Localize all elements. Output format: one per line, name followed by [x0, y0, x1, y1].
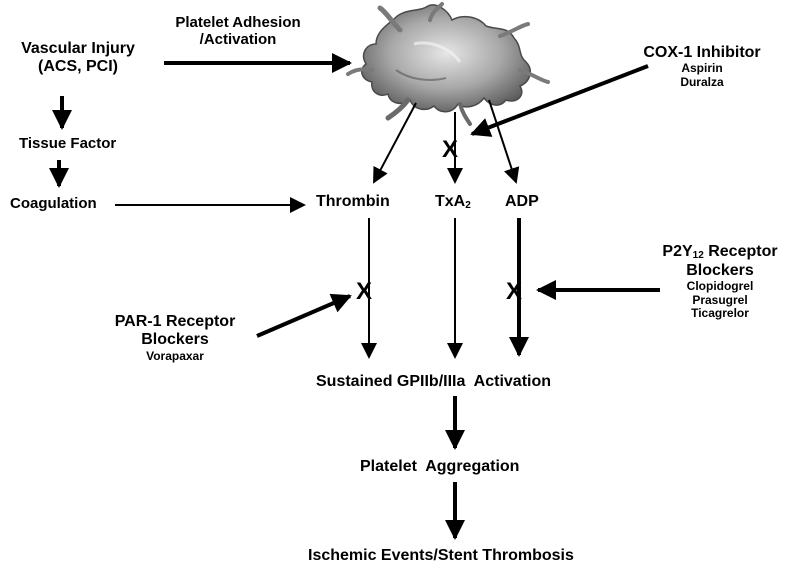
vascular-injury-label: Vascular Injury (ACS, PCI): [21, 40, 135, 76]
cox1-inhibitor-title: COX-1 Inhibitor: [643, 44, 761, 61]
p2y12-blockers-block: P2Y12 Receptor Blockers Clopidogrel Pras…: [650, 243, 790, 321]
p2y12-block-marker: X: [506, 278, 523, 305]
tissue-factor-label: Tissue Factor: [19, 135, 117, 152]
platelet-adhesion-label: Platelet Adhesion /Activation: [175, 14, 301, 49]
coagulation-label: Coagulation: [10, 195, 97, 212]
arrow-platelet-to-thrombin: [373, 102, 417, 184]
cox1-inhibitor-block: COX-1 Inhibitor Aspirin Duralza: [626, 44, 778, 90]
par1-drug: Vorapaxar: [146, 348, 204, 363]
par1-blockers-block: PAR-1 Receptor Blockers Vorapaxar: [98, 313, 252, 364]
cox1-drug: Aspirin: [681, 61, 723, 76]
cox1-drug: Duralza: [680, 75, 724, 90]
thrombin-label: Thrombin: [316, 193, 390, 210]
par1-block-marker: X: [356, 278, 373, 305]
cox1-block-marker: X: [442, 136, 459, 163]
p2y12-drug: Clopidogrel: [686, 278, 754, 293]
sustained-gp-activation-label: Sustained GPIIb/IIIa Activation: [316, 373, 552, 390]
arrow-par1-inhibition: [256, 293, 352, 338]
adp-label: ADP: [505, 193, 539, 210]
ischemic-events-label: Ischemic Events/Stent Thrombosis: [308, 547, 574, 564]
arrow-platelet-to-adp: [488, 99, 520, 184]
arrow-cox1-inhibition: [470, 64, 649, 137]
activated-platelet-image: [346, 2, 550, 126]
p2y12-drug: Ticagrelor: [691, 306, 749, 321]
txa2-label: TxA2: [435, 193, 471, 211]
p2y12-drug: Prasugrel: [692, 292, 748, 307]
platelet-aggregation-label: Platelet Aggregation: [360, 458, 520, 475]
